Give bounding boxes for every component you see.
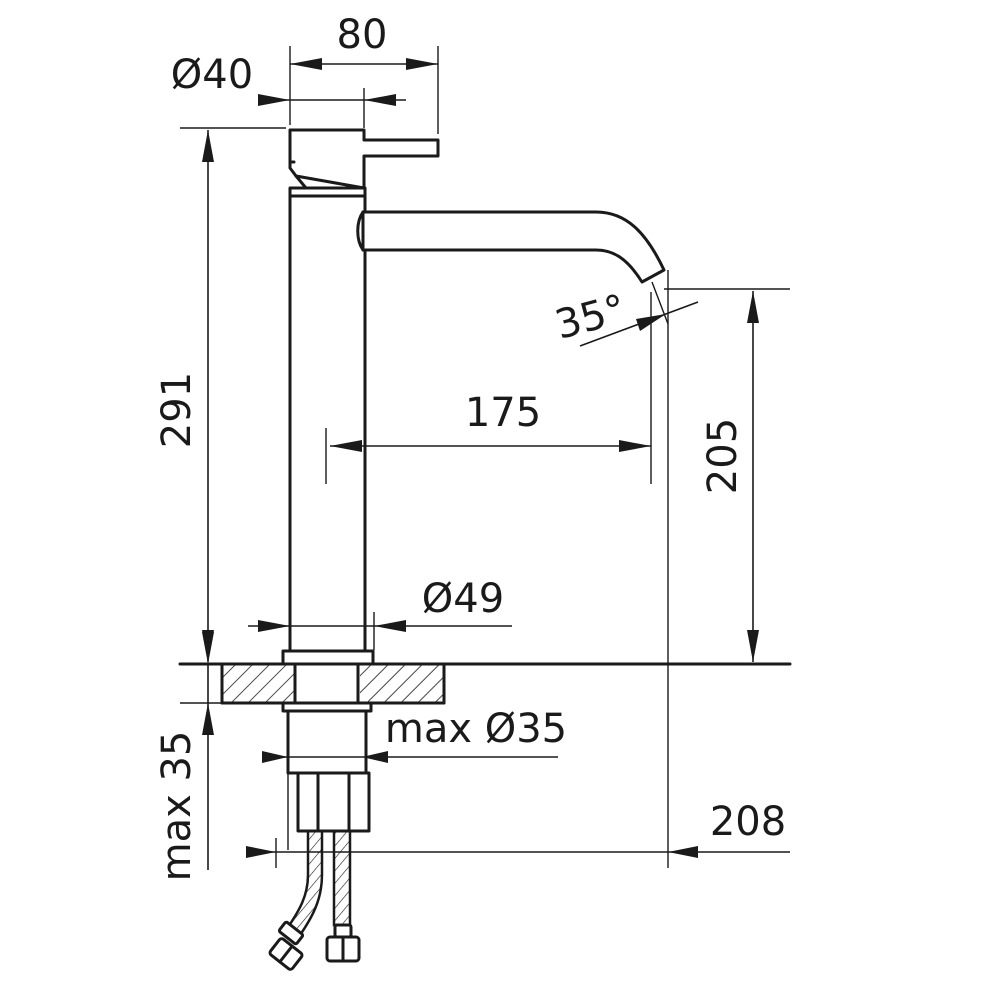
dimension-deck-thickness: max 35 bbox=[154, 632, 222, 881]
dimension-80-label: 80 bbox=[337, 12, 388, 58]
mounting-shank bbox=[281, 662, 373, 833]
dimension-spout-angle-label: 35° bbox=[550, 286, 630, 349]
dimension-hole-diameter-label: max Ø35 bbox=[385, 706, 567, 752]
dimension-205-label: 205 bbox=[700, 418, 746, 494]
lever-handle bbox=[288, 128, 440, 190]
dimension-291-label: 291 bbox=[154, 372, 200, 448]
dimension-spout-angle: 35° bbox=[550, 281, 699, 349]
dimension-handle-diameter: Ø40 bbox=[171, 52, 406, 128]
dimension-hole-diameter: max Ø35 bbox=[262, 706, 567, 850]
dimension-205: 205 bbox=[664, 288, 790, 662]
dimension-208: 208 bbox=[246, 270, 790, 868]
dimension-handle-diameter-label: Ø40 bbox=[171, 52, 253, 98]
dimension-body-diameter-label: Ø49 bbox=[422, 576, 504, 622]
dimension-deck-thickness-label: max 35 bbox=[154, 731, 200, 882]
dimension-80: 80 bbox=[289, 12, 439, 134]
dimension-291: 291 bbox=[154, 127, 286, 662]
dimension-175-label: 175 bbox=[465, 390, 541, 436]
dimension-175: 175 bbox=[325, 292, 652, 484]
supply-hoses bbox=[268, 829, 361, 971]
spout bbox=[356, 210, 666, 284]
dimension-208-label: 208 bbox=[710, 799, 786, 845]
countertop bbox=[220, 663, 446, 705]
base-flange bbox=[178, 649, 792, 666]
dimension-body-diameter: Ø49 bbox=[248, 576, 512, 650]
faucet-body bbox=[288, 186, 367, 653]
